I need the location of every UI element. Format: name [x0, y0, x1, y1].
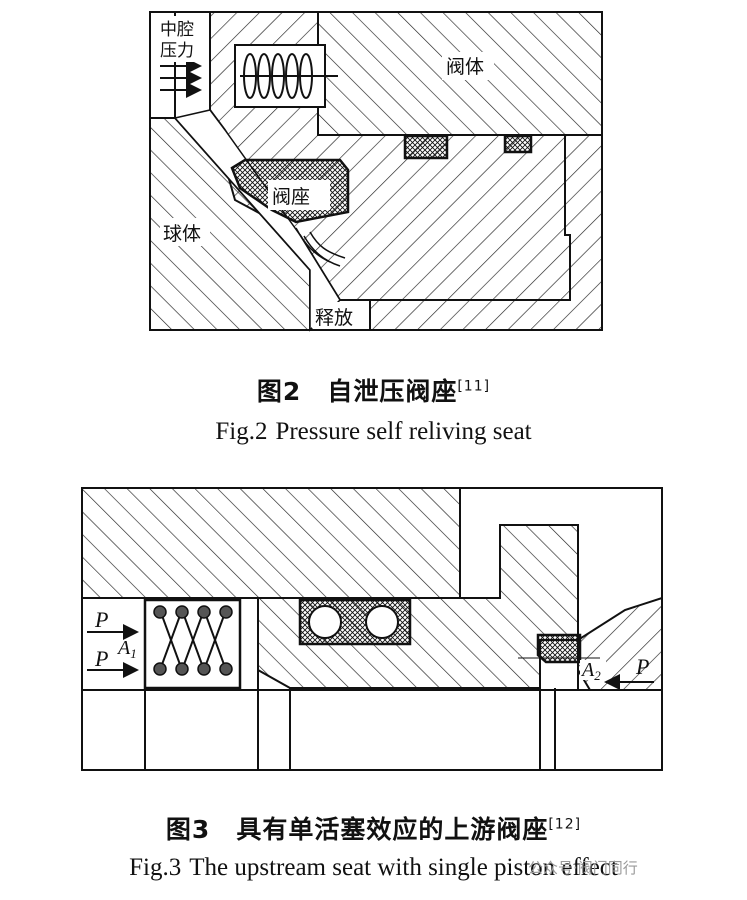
fig2-title-cn: 自泄压阀座	[327, 377, 458, 406]
fig3-title-cn: 具有单活塞效应的上游阀座	[236, 815, 549, 844]
cavity-label-bg	[156, 16, 206, 62]
body-label-bg	[442, 52, 494, 80]
o-ring-1	[403, 134, 449, 160]
fig3-a2-label: A2	[580, 659, 601, 683]
cavity-pressure-label-1: 中腔	[160, 20, 194, 40]
fig3-title-en: The upstream seat with single piston eff…	[189, 854, 618, 881]
fig3-p-bottom-label: P	[94, 646, 108, 671]
valve-body-label: 阀体	[446, 56, 484, 78]
spring-icon	[240, 53, 338, 99]
fig3-right-seal	[536, 633, 582, 664]
fig3-o-rings-icon	[308, 605, 399, 639]
fig2-title-en: Pressure self reliving seat	[275, 418, 532, 445]
watermark: 公众号·阀门同行	[528, 859, 638, 877]
fig2-number-en: Fig.2	[215, 418, 268, 445]
valve-seat-label: 阀座	[272, 186, 310, 208]
figure-2-caption-en: Fig.2 Pressure self reliving seat	[0, 418, 747, 446]
release-label: 释放	[315, 307, 353, 329]
fig3-outer-frame	[81, 487, 663, 771]
fig2-number-cn: 图2	[256, 377, 302, 406]
fig3-p-top-label: P	[94, 607, 108, 632]
fig3-pressure-arrows	[87, 624, 654, 690]
fig3-body-upper	[81, 487, 461, 599]
cavity-pressure-label-2: 压力	[160, 41, 194, 61]
fig3-bore-lines	[82, 598, 662, 770]
fig3-number-cn: 图3	[165, 815, 211, 844]
figure-2-caption-cn: 图2 自泄压阀座[11]	[0, 372, 747, 408]
fig3-spring-coils-icon	[153, 605, 233, 676]
figure-3-caption-en: Fig.3 The upstream seat with single pisto…	[0, 854, 747, 882]
fig3-ref: [12]	[548, 816, 582, 833]
fig3-spring-icon	[159, 609, 227, 671]
figure-3-caption-cn: 图3 具有单活塞效应的上游阀座[12]	[0, 810, 747, 846]
fig3-spring-pocket	[143, 598, 242, 690]
fig3-p-right-label: P	[635, 654, 649, 679]
fig3-seat	[257, 524, 579, 689]
cavity-pressure-arrows	[160, 58, 202, 98]
ball-label: 球体	[163, 223, 201, 245]
seat-label-bg	[268, 180, 330, 210]
figure-2-diagram: 中腔 压力 阀体 阀座 球体 释放	[149, 11, 603, 332]
fig3-number-en: Fig.3	[129, 854, 182, 881]
o-ring-2	[503, 134, 533, 154]
fig2-ref: [11]	[457, 378, 491, 395]
release-flow-arrows	[295, 227, 346, 267]
fig3-body-right	[577, 596, 663, 691]
fig3-seal-pocket	[298, 598, 412, 646]
ball-label-bg	[160, 218, 210, 246]
fig3-a1-label: A1	[116, 637, 137, 661]
fig3-a2-label-bg	[580, 660, 606, 680]
release-label-bg	[312, 302, 368, 328]
